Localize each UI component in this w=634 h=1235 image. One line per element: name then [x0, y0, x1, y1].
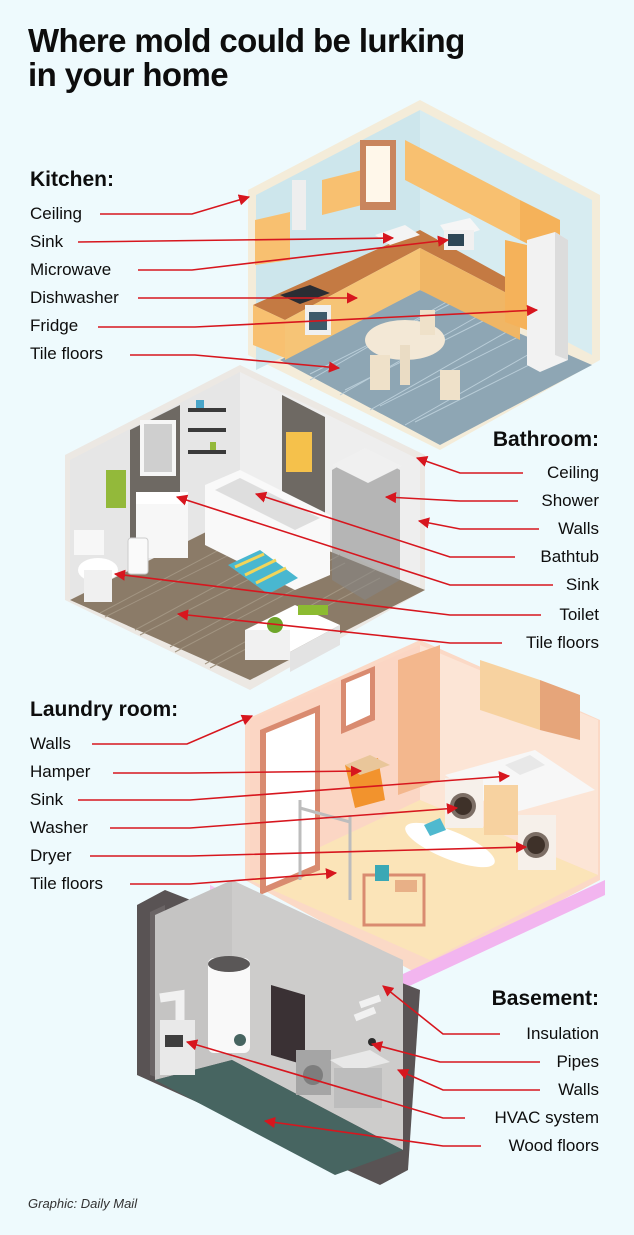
basement-illustration [137, 880, 420, 1185]
laundry-item-washer: Washer [30, 818, 88, 837]
bathroom-illustration [65, 365, 425, 690]
laundry-room-illustration [245, 640, 600, 975]
bathroom-item-walls: Walls [558, 519, 599, 538]
kitchen-item-dishwasher: Dishwasher [30, 288, 119, 307]
laundry-item-hamper: Hamper [30, 762, 91, 781]
kitchen-item-sink: Sink [30, 232, 64, 251]
bathroom-item-tile-floors: Tile floors [525, 633, 599, 652]
bathroom-heading: Bathroom: [492, 428, 599, 451]
graphic-credit: Graphic: Daily Mail [28, 1196, 138, 1211]
laundry-item-tile-floors: Tile floors [30, 874, 104, 893]
title-line-2: in your home [28, 56, 229, 93]
basement-item-walls: Walls [558, 1080, 599, 1099]
basement-item-wood-floors: Wood floors [508, 1136, 599, 1155]
bathroom-item-bathtub: Bathtub [540, 547, 599, 566]
bathroom-item-shower: Shower [541, 491, 599, 510]
basement-heading: Basement: [491, 987, 599, 1010]
kitchen-item-ceiling: Ceiling [30, 204, 82, 223]
kitchen-illustration [248, 100, 600, 450]
bathroom-item-ceiling: Ceiling [547, 463, 599, 482]
laundry-item-walls: Walls [30, 734, 71, 753]
basement-item-insulation: Insulation [526, 1024, 599, 1043]
laundry-item-sink: Sink [30, 790, 64, 809]
kitchen-item-microwave: Microwave [30, 260, 112, 279]
basement-item-hvac-system: HVAC system [494, 1108, 599, 1127]
callout-arrows [77, 194, 553, 1147]
kitchen-heading: Kitchen: [30, 168, 114, 191]
laundry-item-dryer: Dryer [30, 846, 72, 865]
bathroom-item-sink: Sink [565, 575, 599, 594]
title-line-1: Where mold could be lurking [28, 22, 465, 59]
page-title: Where mold could be lurking in your home [28, 24, 588, 92]
bathroom-item-toilet: Toilet [559, 605, 599, 624]
basement-item-pipes: Pipes [556, 1052, 599, 1071]
laundry-room-heading: Laundry room: [30, 698, 179, 721]
kitchen-item-fridge: Fridge [30, 316, 79, 335]
kitchen-item-tile-floors: Tile floors [30, 344, 104, 363]
